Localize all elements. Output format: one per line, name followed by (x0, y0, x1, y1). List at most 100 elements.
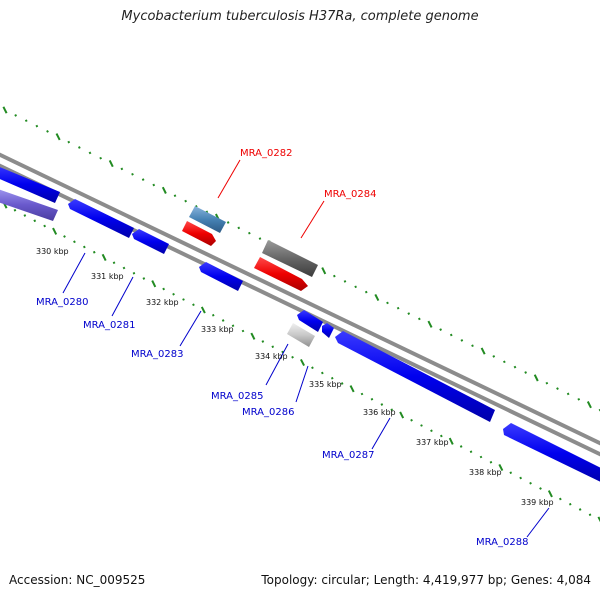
tick-mark-inner (370, 397, 374, 401)
gene-arrow-mra-0286 (287, 323, 315, 347)
tick-mark-outer (99, 156, 102, 160)
leader-mra-0281 (111, 276, 134, 317)
tick-label-332: 332 kbp (146, 298, 179, 307)
tick-mark-outer (173, 194, 177, 198)
tick-mark-inner (250, 332, 256, 340)
tick-mark-inner (380, 403, 384, 406)
tick-mark-inner (519, 476, 522, 480)
gene-arrow-mra-0287 (335, 331, 495, 422)
gene-labels: MRA_0282 MRA_0284 MRA_0280 MRA_0281 MRA_… (36, 148, 528, 548)
gene-arrow-mra-0283 (199, 262, 243, 291)
leader-mra-0284 (300, 200, 325, 239)
gene-label-mra-0283[interactable]: MRA_0283 (131, 349, 183, 360)
tick-mark-outer (396, 306, 400, 310)
tick-mark-inner (92, 250, 96, 254)
tick-mark-outer (374, 293, 380, 302)
tick-mark-outer (545, 381, 549, 385)
gene-arrow-mra-0284-gray (262, 240, 318, 277)
rna-gene-arrow (189, 206, 226, 233)
tick-mark-inner (192, 303, 195, 307)
tick-mark-inner (410, 418, 413, 422)
tick-mark-outer (439, 328, 442, 331)
forward-strand-track (182, 206, 318, 291)
tick-mark-outer (141, 178, 145, 181)
tick-mark-outer (333, 274, 336, 278)
tick-mark-inner (63, 235, 66, 238)
tick-mark-inner (459, 445, 463, 448)
gene-label-mra-0280[interactable]: MRA_0280 (36, 297, 88, 308)
tick-mark-outer (524, 371, 527, 374)
tick-mark-inner (211, 313, 215, 317)
tick-mark-inner (420, 424, 423, 427)
gene-arrow-mra-0280 (68, 199, 134, 238)
tick-mark-inner (101, 253, 107, 262)
tick-mark-inner (122, 266, 126, 270)
tick-mark-outer (460, 339, 464, 342)
tick-tracks (2, 106, 600, 523)
tick-mark-inner (261, 340, 265, 343)
tick-label-331: 331 kbp (91, 272, 124, 281)
tick-mark-outer (14, 114, 17, 117)
gene-arrow-mra-0288 (503, 423, 600, 482)
tick-mark-outer (184, 199, 187, 203)
tick-mark-inner (182, 298, 185, 301)
gene-label-mra-0284[interactable]: MRA_0284 (324, 189, 376, 200)
tick-mark-inner (448, 437, 454, 445)
tick-mark-outer (407, 312, 411, 315)
tick-mark-inner (330, 376, 334, 380)
gene-label-mra-0285[interactable]: MRA_0285 (211, 391, 263, 402)
tick-mark-outer (577, 397, 581, 401)
gene-label-mra-0288[interactable]: MRA_0288 (476, 537, 528, 548)
tick-mark-outer (108, 159, 114, 168)
gene-label-mra-0287[interactable]: MRA_0287 (322, 450, 374, 461)
tick-mark-inner (142, 277, 146, 280)
gene-arrow-mra-0282 (182, 221, 216, 246)
tick-mark-inner (399, 411, 405, 419)
gene-label-mra-0282[interactable]: MRA_0282 (240, 148, 292, 159)
tick-mark-inner (597, 516, 600, 523)
tick-mark-inner (349, 385, 355, 393)
tick-mark-inner (132, 271, 136, 275)
tick-mark-inner (547, 490, 553, 498)
tick-mark-outer (258, 237, 262, 240)
tick-mark-inner (498, 463, 504, 472)
gene-label-mra-0281[interactable]: MRA_0281 (83, 320, 135, 331)
tick-mark-inner (73, 240, 76, 244)
tick-mark-inner (221, 319, 225, 322)
gene-arrow-left-edge (0, 167, 60, 203)
tick-mark-outer (471, 344, 474, 348)
tick-mark-inner (311, 366, 314, 370)
leader-mra-0287 (371, 417, 391, 450)
tick-label-338: 338 kbp (469, 468, 502, 477)
tick-mark-outer (503, 360, 506, 364)
label-leader-lines (62, 159, 550, 538)
tick-mark-inner (231, 324, 235, 328)
tick-mark-outer (364, 290, 368, 294)
tick-mark-inner (33, 219, 37, 223)
tick-mark-inner (112, 261, 116, 265)
tick-mark-inner (200, 306, 206, 314)
tick-mark-outer (343, 280, 347, 283)
tick-mark-inner (430, 429, 433, 433)
tick-mark-outer (513, 365, 517, 369)
tick-mark-outer (131, 172, 134, 176)
tick-mark-outer (226, 221, 230, 224)
tick-mark-inner (172, 292, 175, 296)
tick-mark-outer (248, 231, 251, 235)
tick-labels: 330 kbp 331 kbp 332 kbp 333 kbp 334 kbp … (36, 247, 554, 507)
tick-label-336: 336 kbp (363, 408, 396, 417)
tick-mark-inner (559, 497, 562, 501)
tick-mark-inner (340, 382, 344, 385)
tick-mark-outer (67, 140, 71, 144)
tick-mark-inner (151, 280, 157, 288)
tick-mark-outer (78, 146, 81, 149)
tick-mark-inner (509, 471, 513, 475)
tick-mark-outer (321, 267, 327, 275)
tick-mark-inner (568, 502, 572, 506)
tick-label-334: 334 kbp (255, 352, 288, 361)
tick-mark-outer (566, 392, 570, 396)
tick-mark-inner (13, 208, 17, 212)
tick-mark-outer (152, 183, 156, 187)
tick-mark-inner (390, 408, 394, 412)
gene-label-mra-0286[interactable]: MRA_0286 (242, 407, 294, 418)
